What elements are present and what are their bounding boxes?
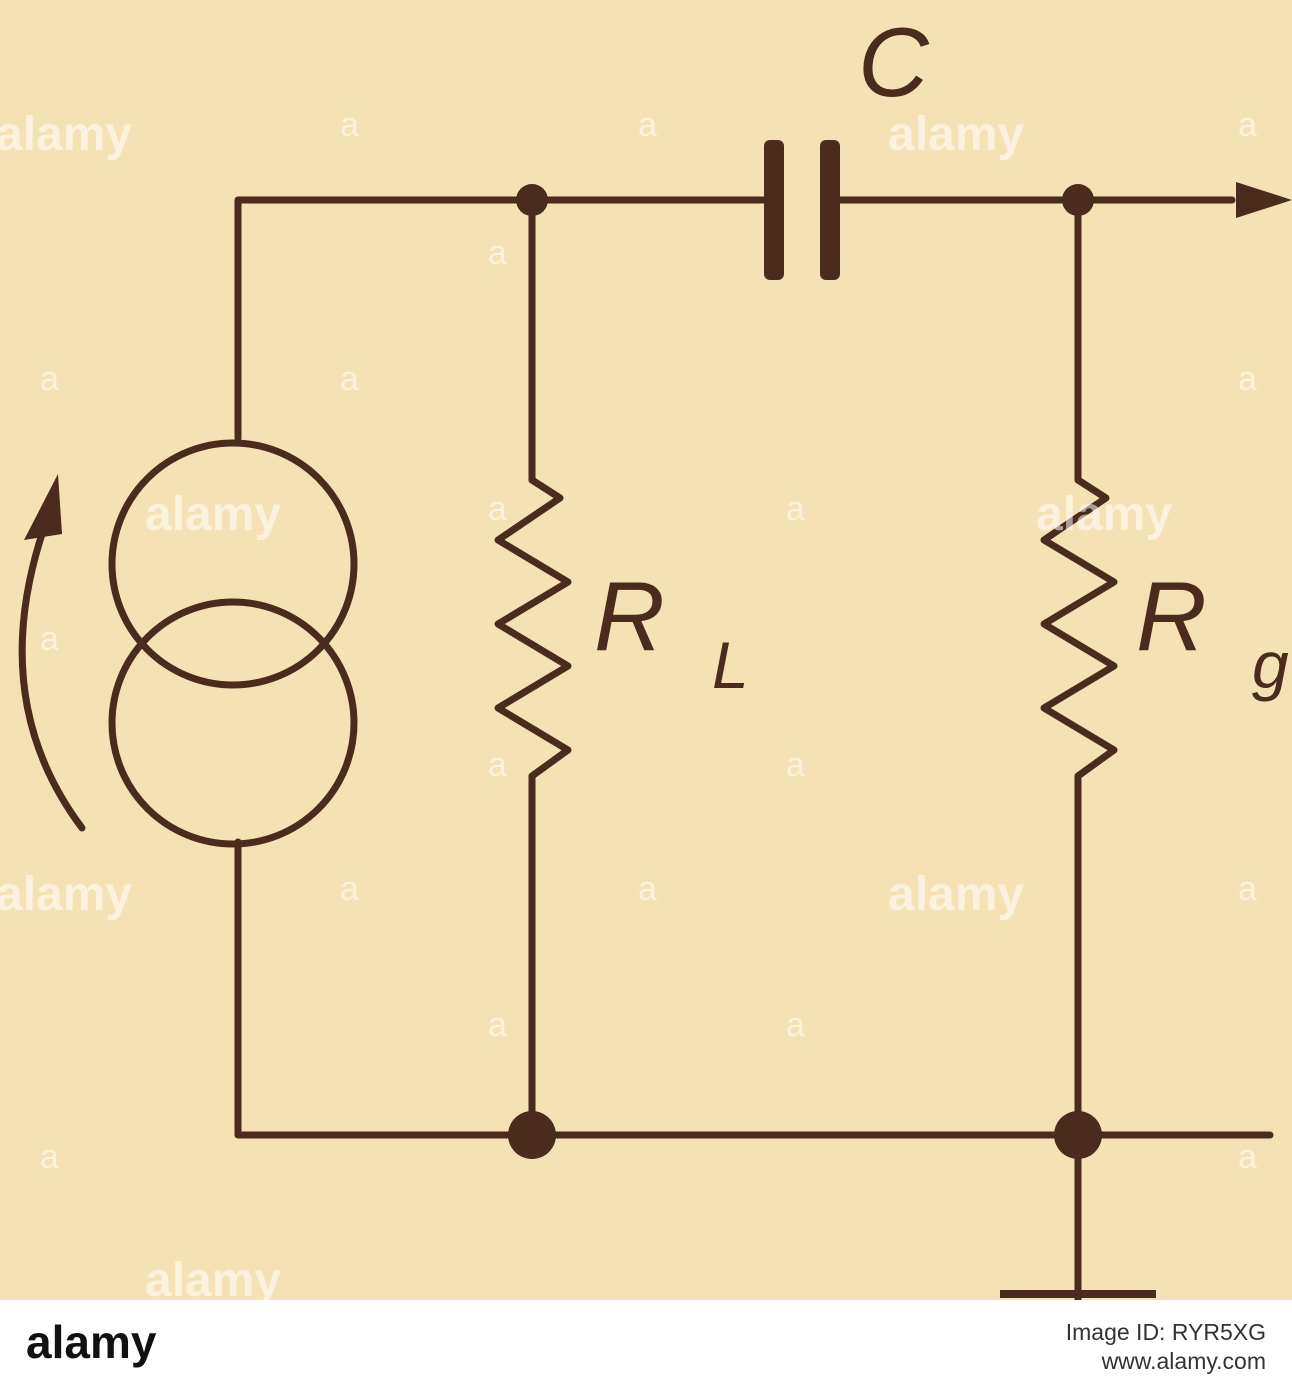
watermark-glyph: a [340, 106, 359, 144]
current-arrow-curve [18, 524, 86, 832]
watermark-text: alamy [0, 868, 132, 921]
watermark-glyph: a [40, 1138, 59, 1176]
watermark-glyph: a [488, 1006, 507, 1044]
junction-dot-bottom-right [1054, 1111, 1102, 1159]
watermark-glyph: a [340, 360, 359, 398]
alamy-logo-text: alamy [26, 1316, 157, 1368]
watermark-glyph: a [1238, 106, 1257, 144]
watermark-glyph: a [340, 870, 359, 908]
watermark-text: alamy [888, 108, 1024, 161]
watermark-text: alamy [1036, 488, 1172, 541]
watermark-glyph: a [638, 870, 657, 908]
load-resistor-label: R [594, 561, 665, 671]
current-arrow-head [24, 474, 62, 540]
site-url-text: www.alamy.com [1101, 1348, 1266, 1374]
grid-resistor-label: R [1136, 561, 1207, 671]
current-source-lower-circle [108, 598, 358, 848]
watermark-glyph: a [488, 746, 507, 784]
circuit-diagram: C R L R g alamy alamy alamy alamy alamy … [0, 7, 1292, 1300]
stock-footer-bar: alamy Image ID: RYR5XG www.alamy.com [0, 1300, 1292, 1390]
watermark-glyph: a [638, 106, 657, 144]
watermark-glyph: a [1238, 360, 1257, 398]
watermark-glyph: a [786, 746, 805, 784]
junction-dot-top-left [516, 184, 548, 216]
watermark-glyph: a [1238, 870, 1257, 908]
wire-source-bottom [234, 838, 536, 1139]
ground-symbol-bar [1000, 1290, 1156, 1298]
current-source-upper-circle [108, 439, 358, 689]
stock-image-info: Image ID: RYR5XG www.alamy.com [1066, 1318, 1266, 1376]
image-id-text: Image ID: RYR5XG [1065, 1319, 1266, 1345]
resistor-rg-zigzag [1040, 476, 1118, 804]
watermark-glyph: a [488, 234, 507, 272]
watermark-text: alamy [145, 488, 281, 541]
watermark-text: alamy [145, 1254, 281, 1300]
watermark-glyph: a [1238, 1138, 1257, 1176]
junction-dot-bottom-left [508, 1111, 556, 1159]
watermark-glyph: a [488, 490, 507, 528]
junction-dot-top-right [1062, 184, 1094, 216]
watermark-text: alamy [888, 868, 1024, 921]
alamy-logo: alamy [26, 1316, 157, 1368]
capacitor-label: C [858, 7, 930, 117]
watermark-text: alamy [0, 108, 132, 161]
load-resistor-subscript: L [712, 628, 749, 702]
wire-source-top [234, 196, 536, 442]
watermark-glyph: a [786, 1006, 805, 1044]
watermark-glyph: a [40, 360, 59, 398]
capacitor-plate-left [764, 140, 784, 280]
output-arrow-head [1236, 182, 1292, 218]
grid-resistor-subscript: g [1252, 628, 1289, 702]
watermark-glyph: a [40, 620, 59, 658]
resistor-rl-zigzag [494, 476, 572, 804]
watermark-glyph: a [786, 490, 805, 528]
capacitor-plate-right [820, 140, 840, 280]
watermark-overlay: alamy alamy alamy alamy alamy alamy alam… [0, 106, 1257, 1300]
